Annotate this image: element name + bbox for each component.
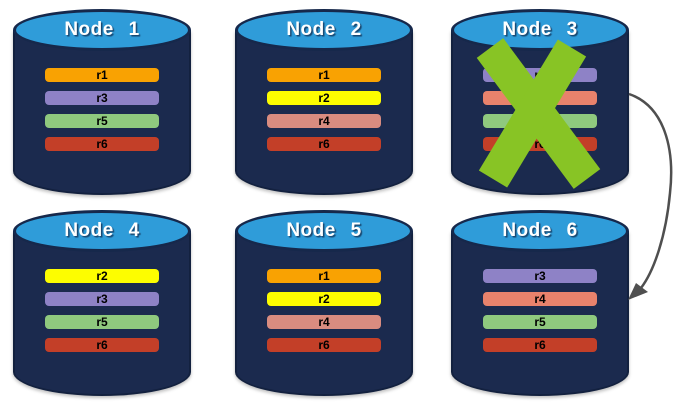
replica-bar: r6 <box>267 338 381 352</box>
node-6-cylinder-body <box>451 231 629 396</box>
replica-bar: r1 <box>267 68 381 82</box>
node-5-cylinder-body <box>235 231 413 396</box>
replica-bar: r3 <box>45 292 159 306</box>
replica-bar: r4 <box>267 315 381 329</box>
node-2-rows: r1 r2 r4 r6 <box>235 68 413 160</box>
node-5-cylinder-top: Node 5 <box>235 210 413 252</box>
failure-x-icon <box>476 38 601 189</box>
node-1-cylinder-body <box>13 30 191 195</box>
replica-bar: r2 <box>267 91 381 105</box>
replica-bar: r4 <box>267 114 381 128</box>
replica-bar: r6 <box>45 338 159 352</box>
replica-bar: r6 <box>483 338 597 352</box>
replica-bar: r5 <box>45 315 159 329</box>
node-2-cylinder-top: Node 2 <box>235 9 413 51</box>
replica-bar: r3 <box>45 91 159 105</box>
failover-arrow-icon <box>628 92 673 300</box>
replica-bar: r4 <box>483 292 597 306</box>
node-4-rows: r2 r3 r5 r6 <box>13 269 191 361</box>
replica-bar: r5 <box>45 114 159 128</box>
replica-bar: r5 <box>483 315 597 329</box>
node-1: Node 1 r1 r3 r5 r6 <box>13 9 191 195</box>
node-5-title: Node 5 <box>286 220 362 241</box>
node-5: Node 5 r1 r2 r4 r6 <box>235 210 413 396</box>
replica-bar: r1 <box>267 269 381 283</box>
node-4: Node 4 r2 r3 r5 r6 <box>13 210 191 396</box>
node-6-rows: r3 r4 r5 r6 <box>451 269 629 361</box>
node-2: Node 2 r1 r2 r4 r6 <box>235 9 413 195</box>
replica-bar: r2 <box>267 292 381 306</box>
replica-bar: r1 <box>45 68 159 82</box>
node-6: Node 6 r3 r4 r5 r6 <box>451 210 629 396</box>
node-4-cylinder-body <box>13 231 191 396</box>
node-1-cylinder-top: Node 1 <box>13 9 191 51</box>
node-1-title: Node 1 <box>64 19 140 40</box>
node-2-title: Node 2 <box>286 19 362 40</box>
node-6-cylinder-top: Node 6 <box>451 210 629 252</box>
node-4-cylinder-top: Node 4 <box>13 210 191 252</box>
node-5-rows: r1 r2 r4 r6 <box>235 269 413 361</box>
node-3: Node 3 r3 r4 r5 r6 <box>451 9 629 195</box>
node-2-cylinder-body <box>235 30 413 195</box>
replica-bar: r3 <box>483 269 597 283</box>
node-3-title: Node 3 <box>502 19 578 40</box>
replica-bar: r6 <box>45 137 159 151</box>
node-1-rows: r1 r3 r5 r6 <box>13 68 191 160</box>
replica-bar: r6 <box>267 137 381 151</box>
replica-bar: r2 <box>45 269 159 283</box>
node-3-cylinder-top: Node 3 <box>451 9 629 51</box>
node-6-title: Node 6 <box>502 220 578 241</box>
node-4-title: Node 4 <box>64 220 140 241</box>
